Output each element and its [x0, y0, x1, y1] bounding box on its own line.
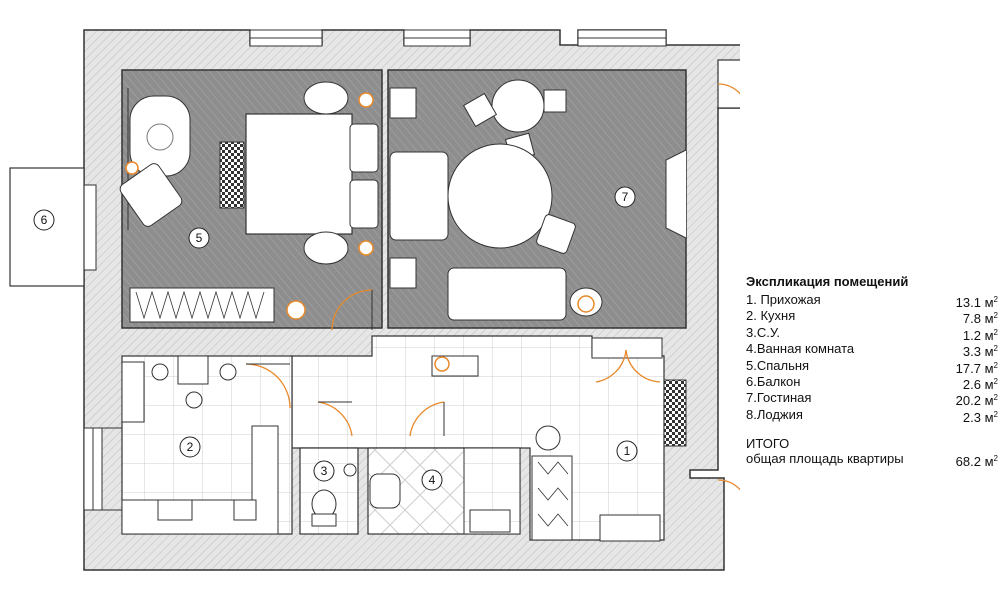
legend-row: 3.С.У. 1.2 м2: [746, 324, 998, 343]
legend-total-area: 68.2 м2: [955, 454, 998, 470]
room-kitchen: [121, 355, 293, 535]
legend-room-name: 3.С.У.: [746, 324, 780, 340]
legend-room-area: 13.1 м2: [955, 295, 998, 310]
room-number-7: 7: [622, 190, 629, 204]
room-bath: [367, 447, 521, 535]
room-living: [387, 69, 687, 329]
legend-room-area: 17.7 м2: [955, 360, 998, 376]
legend-row: 7.Гостиная 20.2 м2: [746, 390, 998, 409]
legend-row: 5.Спальня 17.7 м2: [746, 357, 998, 376]
legend-room-name: 5.Спальня: [746, 357, 810, 373]
legend-row: 2. Кухня 7.8 м2: [746, 308, 998, 327]
room-legend: Экспликация помещений 1. Прихожая 13.1 м2…: [746, 274, 998, 470]
room-number-6: 6: [41, 213, 48, 227]
legend-room-area: 7.8 м2: [962, 311, 998, 327]
legend-room-name: 8.Лоджия: [746, 406, 803, 422]
doors: [245, 83, 740, 491]
legend-room-name: 6.Балкон: [746, 373, 801, 389]
legend-room-name: 4.Ванная комната: [746, 341, 855, 357]
legend-row: 1. Прихожая 13.1 м2: [746, 292, 998, 310]
door-lines: [246, 290, 445, 436]
floor-plan: 1 2 3 4 5 6 7 8: [9, 29, 740, 571]
room-number-2: 2: [187, 440, 194, 454]
room-hall: [291, 335, 687, 542]
legend-rows: 1. Прихожая 13.1 м2 2. Кухня 7.8 м2 3.С.У. 1.…: [746, 292, 998, 425]
legend-total-row: общая площадь квартиры 68.2 м2: [746, 451, 998, 470]
legend-title: Экспликация помещений: [746, 274, 909, 289]
lamp-icons: [125, 92, 595, 372]
room-wc: [299, 447, 359, 535]
legend-total-name: общая площадь квартиры: [746, 451, 904, 467]
legend-room-area: 3.3 м2: [962, 344, 998, 360]
windows: [83, 29, 667, 511]
legend-room-name: 1. Прихожая: [746, 292, 821, 307]
legend-room-area: 2.3 м2: [962, 409, 998, 425]
room-markers: 1 2 3 4 5 6 7 8: [33, 186, 638, 491]
legend-room-area: 2.6 м2: [962, 376, 998, 392]
room-bedroom: [119, 69, 383, 329]
room-number-3: 3: [321, 464, 328, 478]
legend-room-name: 7.Гостиная: [746, 390, 812, 406]
legend-row: 8.Лоджия 2.3 м2: [746, 406, 998, 425]
room-number-1: 1: [624, 444, 631, 458]
legend-room-area: 1.2 м2: [962, 327, 998, 343]
room-number-4: 4: [429, 473, 436, 487]
legend-room-area: 20.2 м2: [955, 393, 998, 409]
legend-room-name: 2. Кухня: [746, 308, 796, 324]
legend-row: 6.Балкон 2.6 м2: [746, 373, 998, 392]
legend-row: 4.Ванная комната 3.3 м2: [746, 341, 998, 360]
legend-total-label: ИТОГО: [746, 436, 790, 452]
room-number-5: 5: [196, 231, 203, 245]
